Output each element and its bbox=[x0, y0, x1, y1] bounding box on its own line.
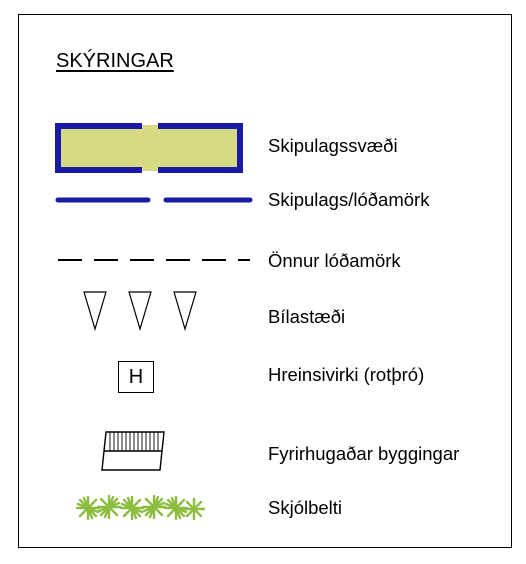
parking-triangles-symbol bbox=[83, 291, 197, 332]
planned-building-hatched-symbol bbox=[101, 431, 165, 471]
legend-label-shelterbelt: Skjólbelti bbox=[268, 497, 343, 518]
other-boundary-dashed-line-symbol bbox=[58, 259, 250, 261]
legend-label-parking: Bílastæði bbox=[268, 306, 346, 327]
septic-tank-letter: H bbox=[128, 366, 144, 388]
legend-frame bbox=[18, 14, 512, 548]
planning-boundary-line-symbol bbox=[55, 197, 253, 203]
legend-label-planning-boundary: Skipulags/lóðamörk bbox=[268, 189, 430, 210]
septic-tank-box-symbol: H bbox=[118, 361, 154, 393]
legend-title: SKÝRINGAR bbox=[56, 50, 174, 72]
planning-area-symbol bbox=[55, 123, 243, 173]
legend-label-septic: Hreinsivirki (rotþró) bbox=[268, 364, 425, 385]
shelterbelt-shrubs-symbol bbox=[76, 494, 206, 521]
legend-label-other-boundary: Önnur lóðamörk bbox=[268, 250, 401, 271]
legend-label-planned-buildings: Fyrirhugaðar byggingar bbox=[268, 443, 460, 464]
legend-label-planning-area: Skipulagssvæði bbox=[268, 135, 398, 156]
